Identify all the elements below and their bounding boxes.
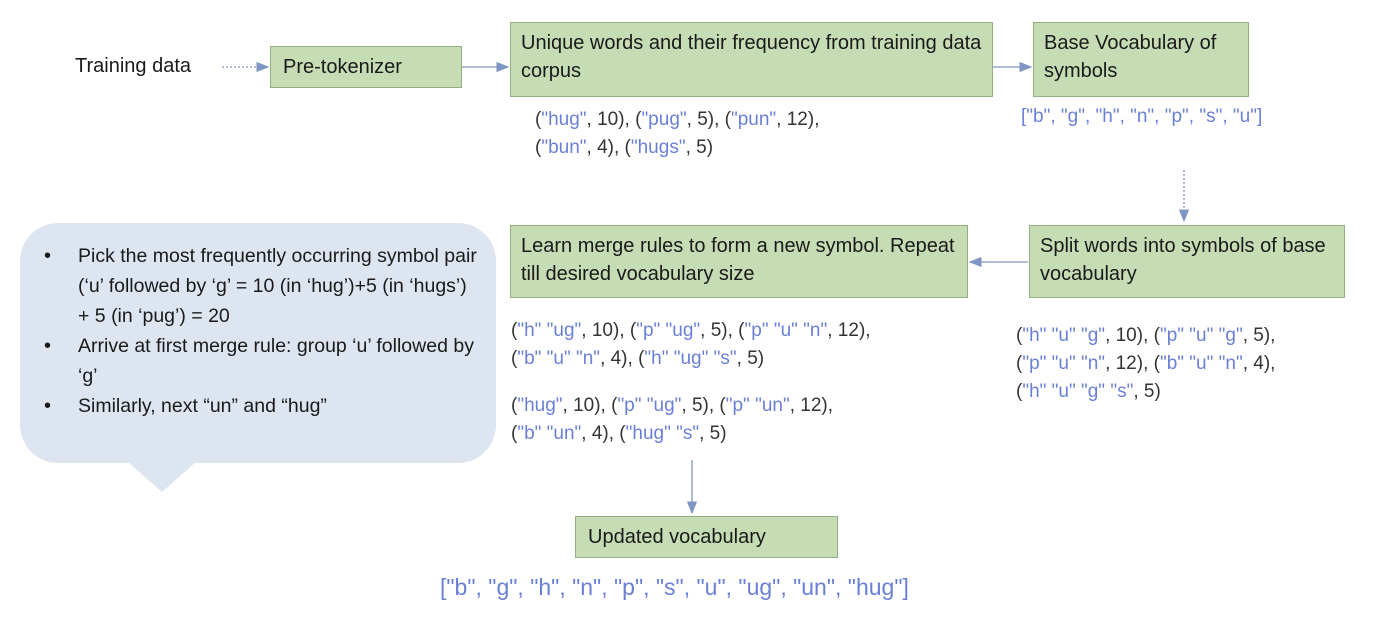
token-string: "p" "u" "n" [1022, 353, 1106, 374]
token-punct: , 5) [699, 423, 727, 444]
token-string: "h" "ug" [517, 320, 582, 341]
token-punct: , 10), ( [586, 109, 642, 130]
updated-vocabulary-label: Updated vocabulary [588, 526, 766, 548]
first-merge-list: ("h" "ug", 10), ("p" "ug", 5), ("p" "u" … [511, 317, 871, 373]
token-punct: ( [1016, 325, 1023, 346]
callout-tail [128, 462, 196, 492]
base-vocabulary-box: Base Vocabulary of symbols [1033, 22, 1249, 97]
token-punct: , 12), [776, 109, 820, 130]
pre-tokenizer-box: Pre-tokenizer [270, 46, 462, 88]
token-string: "h" "u" "g" [1022, 325, 1106, 346]
data-line: ("h" "u" "g", 10), ("p" "u" "g", 5), [1016, 322, 1275, 350]
token-string: "p" "u" "n" [744, 320, 828, 341]
explanation-item: •Similarly, next “un” and “hug” [40, 391, 480, 421]
data-line: ("hug", 10), ("pug", 5), ("pun", 12), [535, 109, 820, 130]
token-punct: , 5), ( [686, 109, 731, 130]
data-line: ("p" "u" "n", 12), ("b" "u" "n", 4), [1016, 350, 1275, 378]
token-punct: , 5) [1133, 381, 1161, 402]
token-punct: ( [511, 320, 518, 341]
unique-words-box: Unique words and their frequency from tr… [510, 22, 993, 97]
training-data-label: Training data [75, 55, 191, 77]
data-line: ("h" "u" "g" "s", 5) [1016, 378, 1275, 406]
updated-vocabulary-list: ["b", "g", "h", "n", "p", "s", "u", "ug"… [440, 574, 909, 600]
split-words-box: Split words into symbols of base vocabul… [1029, 225, 1345, 298]
token-punct: ( [1016, 353, 1023, 374]
token-punct: , 10), ( [581, 320, 637, 341]
token-punct: , 12), [827, 320, 871, 341]
token-string: "p" "ug" [617, 395, 682, 416]
data-line: ("hug", 10), ("p" "ug", 5), ("p" "un", 1… [511, 392, 833, 420]
token-punct: , 5) [736, 348, 765, 369]
token-punct: ( [511, 395, 518, 416]
data-line: ("b" "u" "n", 4), ("h" "ug" "s", 5) [511, 345, 871, 373]
second-merge-list: ("hug", 10), ("p" "ug", 5), ("p" "un", 1… [511, 392, 833, 448]
word-frequency-list: ("hug", 10), ("pug", 5), ("pun", 12),("b… [535, 106, 820, 162]
data-line: ("h" "ug", 10), ("p" "ug", 5), ("p" "u" … [511, 317, 871, 345]
learn-merge-rules-box: Learn merge rules to form a new symbol. … [510, 225, 968, 298]
learn-merge-rules-label: Learn merge rules to form a new symbol. … [521, 235, 955, 285]
token-string: "hug" "s" [625, 423, 700, 444]
explanation-item: •Pick the most frequently occurring symb… [40, 241, 480, 331]
token-string: "h" "ug" "s" [644, 348, 737, 369]
token-punct: , 5), ( [700, 320, 745, 341]
split-symbols-list: ("h" "u" "g", 10), ("p" "u" "g", 5),("p"… [1016, 322, 1275, 406]
token-punct: , 4), ( [600, 348, 645, 369]
data-line: ("bun", 4), ("hugs", 5) [535, 134, 820, 162]
token-punct: ( [511, 348, 518, 369]
token-punct: , 4), ( [581, 423, 626, 444]
token-string: "hug" [541, 109, 587, 130]
token-punct: ( [1016, 381, 1023, 402]
token-punct: , 5), ( [681, 395, 726, 416]
token-punct: , 10), ( [562, 395, 618, 416]
token-string: "b" "un" [517, 423, 582, 444]
token-punct: , 12), ( [1105, 353, 1160, 374]
explanation-item: •Arrive at first merge rule: group ‘u’ f… [40, 331, 480, 391]
updated-vocabulary-box: Updated vocabulary [575, 516, 838, 558]
token-punct: , 10), ( [1105, 325, 1160, 346]
token-string: "hug" [517, 395, 563, 416]
token-punct: ( [511, 423, 518, 444]
bullet-icon: • [44, 245, 52, 267]
token-punct: , 5) [685, 137, 714, 158]
data-line: ("b" "un", 4), ("hug" "s", 5) [511, 420, 833, 448]
base-vocabulary-label: Base Vocabulary of symbols [1044, 32, 1217, 82]
split-words-label: Split words into symbols of base vocabul… [1040, 235, 1326, 285]
explanation-callout: •Pick the most frequently occurring symb… [20, 223, 496, 463]
token-string: "p" "ug" [636, 320, 701, 341]
pre-tokenizer-label: Pre-tokenizer [283, 56, 402, 78]
token-string: "b" "u" "n" [517, 348, 601, 369]
token-string: "h" "u" "g" "s" [1022, 381, 1134, 402]
base-vocabulary-list: ["b", "g", "h", "n", "p", "s", "u"] [1021, 106, 1263, 127]
bullet-icon: • [44, 335, 52, 357]
token-string: "b" "u" "n" [1159, 353, 1243, 374]
token-string: "pug" [641, 109, 687, 130]
token-punct: , 4), [1242, 353, 1276, 374]
token-punct: , 5), [1242, 325, 1276, 346]
token-punct: ( [535, 137, 542, 158]
token-punct: , 4), ( [586, 137, 631, 158]
token-string: "p" "un" [725, 395, 790, 416]
unique-words-label: Unique words and their frequency from tr… [521, 32, 982, 82]
token-string: "p" "u" "g" [1159, 325, 1243, 346]
token-string: "hugs" [630, 137, 686, 158]
token-punct: , 12), [789, 395, 834, 416]
token-string: "pun" [730, 109, 777, 130]
bullet-icon: • [44, 395, 52, 417]
token-string: "bun" [541, 137, 587, 158]
